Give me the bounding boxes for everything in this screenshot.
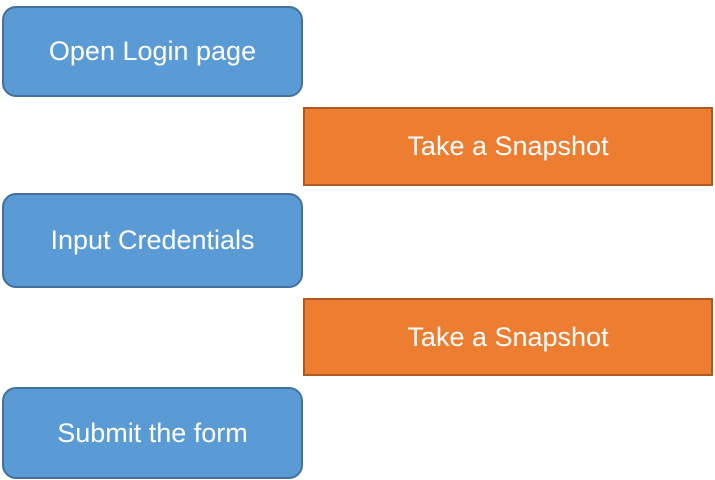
flow-node-label: Take a Snapshot bbox=[407, 131, 609, 161]
flow-node-label: Take a Snapshot bbox=[407, 321, 609, 352]
flow-node-take-snapshot-2: Take a Snapshot bbox=[303, 298, 713, 376]
flow-node-submit-the-form: Submit the form bbox=[2, 387, 303, 479]
flow-node-label: Open Login page bbox=[48, 36, 257, 66]
flow-node-label: Submit the form bbox=[57, 417, 248, 448]
flow-node-input-credentials: Input Credentials bbox=[2, 193, 303, 288]
flow-node-label: Input Credentials bbox=[50, 225, 255, 255]
flow-node-take-snapshot-1: Take a Snapshot bbox=[303, 107, 713, 186]
flow-node-open-login-page: Open Login page bbox=[2, 6, 303, 97]
